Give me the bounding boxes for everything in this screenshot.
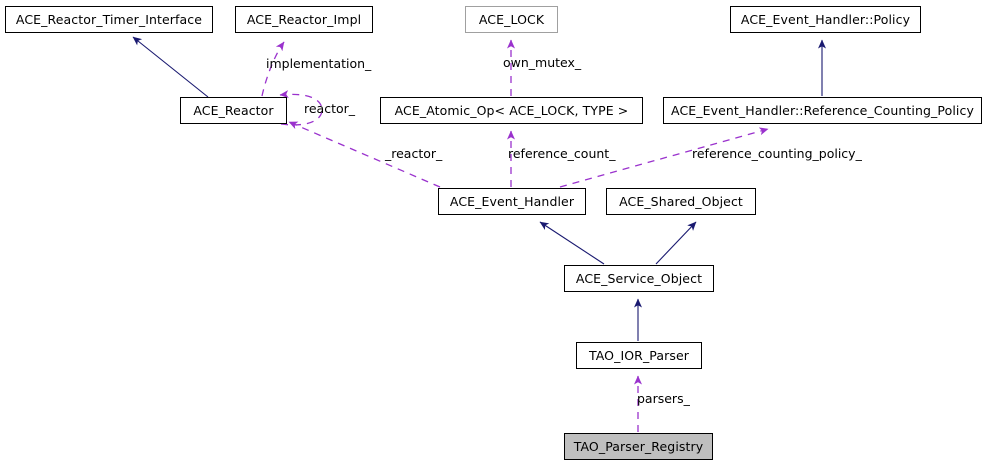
node-label: ACE_Event_Handler::Policy (740, 12, 911, 27)
node-ace-event-handler-policy[interactable]: ACE_Event_Handler::Policy (730, 6, 921, 33)
edge-eventhandler-to-refpolicy (559, 127, 769, 188)
edge-label-reference-count: reference_count_ (508, 146, 616, 161)
node-ace-shared-object[interactable]: ACE_Shared_Object (606, 188, 756, 215)
edge-serviceobject-to-eventhandler (539, 221, 605, 265)
edge-label-parsers: parsers_ (637, 391, 690, 406)
node-ace-event-handler[interactable]: ACE_Event_Handler (438, 188, 586, 215)
node-label: ACE_Service_Object (575, 271, 703, 286)
edge-label-implementation: implementation_ (266, 56, 372, 71)
edge-reactor-to-impl (261, 41, 285, 97)
node-ace-reactor[interactable]: ACE_Reactor (180, 97, 287, 124)
edge-label-own-mutex: own_mutex_ (503, 55, 582, 70)
node-label: ACE_Event_Handler (449, 194, 575, 209)
node-ace-atomic-op[interactable]: ACE_Atomic_Op< ACE_LOCK, TYPE > (380, 97, 643, 124)
edge-label-reactor-association: _reactor_ (385, 146, 443, 161)
node-label: ACE_Reactor_Impl (246, 12, 362, 27)
node-tao-ior-parser[interactable]: TAO_IOR_Parser (576, 342, 702, 369)
node-label: ACE_Reactor (193, 103, 274, 118)
node-label: ACE_Shared_Object (619, 194, 743, 209)
node-tao-parser-registry[interactable]: TAO_Parser_Registry (564, 433, 713, 460)
node-label: TAO_Parser_Registry (573, 439, 704, 454)
node-ace-reactor-timer-interface[interactable]: ACE_Reactor_Timer_Interface (5, 6, 213, 33)
node-label: ACE_Reactor_Timer_Interface (15, 12, 203, 27)
edge-label-reference-counting-policy: reference_counting_policy_ (692, 146, 862, 161)
node-ace-event-handler-reference-counting-policy[interactable]: ACE_Event_Handler::Reference_Counting_Po… (663, 97, 982, 124)
node-label: TAO_IOR_Parser (588, 348, 690, 363)
node-label: ACE_LOCK (478, 12, 545, 27)
edge-reactor-to-timer-interface (132, 36, 209, 98)
node-ace-lock[interactable]: ACE_LOCK (465, 6, 558, 33)
edge-eventhandler-to-reactor (288, 121, 441, 188)
edge-label-reactor-self: reactor_ (304, 101, 356, 116)
node-label: ACE_Atomic_Op< ACE_LOCK, TYPE > (394, 103, 629, 118)
edge-serviceobject-to-sharedobject (655, 221, 697, 265)
node-label: ACE_Event_Handler::Reference_Counting_Po… (671, 103, 974, 118)
node-ace-reactor-impl[interactable]: ACE_Reactor_Impl (235, 6, 373, 33)
node-ace-service-object[interactable]: ACE_Service_Object (564, 265, 714, 292)
